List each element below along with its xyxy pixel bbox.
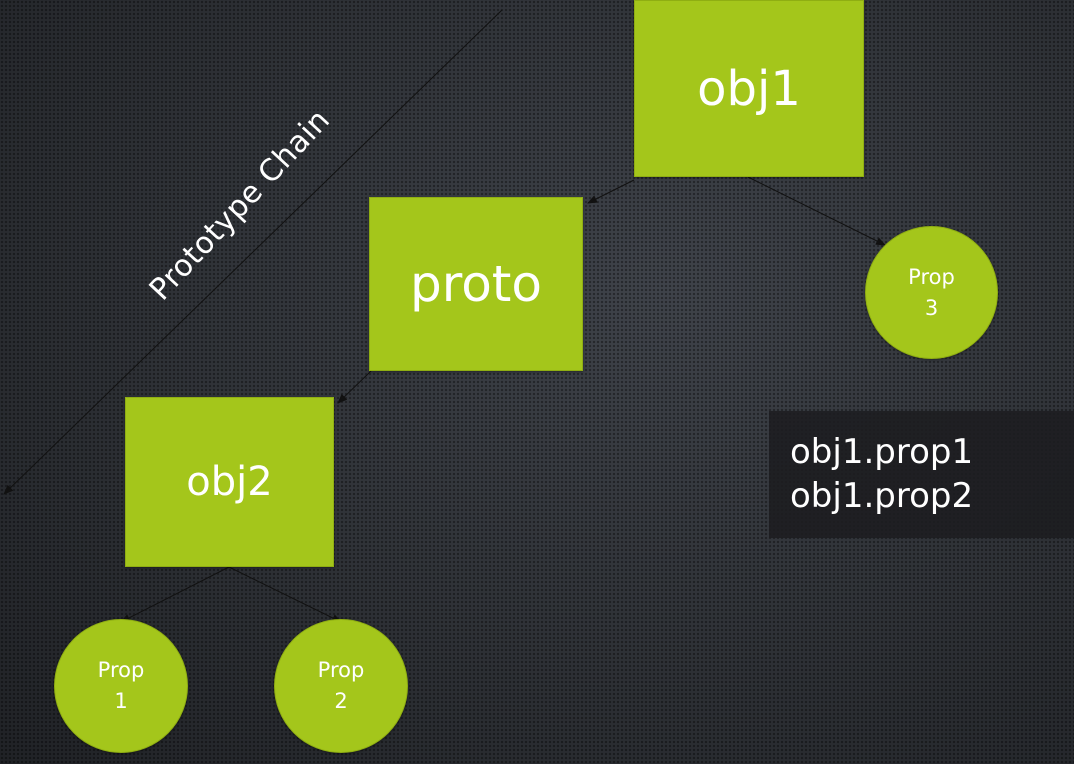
obj1-node: obj1 — [634, 0, 864, 177]
code-panel: obj1.prop1 obj1.prop2 — [769, 411, 1074, 538]
arrow-obj2-to-prop2 — [228, 566, 342, 623]
chain-arrow — [3, 9, 503, 495]
arrow-obj1-to-proto — [587, 179, 635, 204]
arrow-obj2-to-prop1 — [120, 566, 230, 623]
prop2-label-line2: 2 — [334, 689, 348, 713]
prop1-label-line1: Prop — [97, 658, 145, 682]
prop1-circle: Prop 1 — [54, 619, 188, 753]
code-line: obj1.prop1 — [790, 432, 974, 472]
prop1-label-line2: 1 — [114, 689, 128, 713]
obj1-node-label: obj1 — [697, 60, 801, 117]
obj2-node-label: obj2 — [186, 459, 273, 505]
prop2-circle: Prop 2 — [274, 619, 408, 753]
obj2-node: obj2 — [125, 397, 334, 567]
prop3-circle: Prop 3 — [865, 226, 998, 359]
proto-node: proto — [369, 197, 583, 371]
code-line: obj1.prop2 — [790, 476, 974, 516]
prop2-label-line1: Prop — [317, 658, 365, 682]
arrow-obj1-to-prop3 — [747, 176, 886, 246]
proto-node-label: proto — [410, 255, 542, 313]
prop3-label-line2: 3 — [924, 295, 939, 320]
arrow-proto-to-obj2 — [337, 370, 372, 404]
prop3-label-line1: Prop — [908, 264, 955, 289]
